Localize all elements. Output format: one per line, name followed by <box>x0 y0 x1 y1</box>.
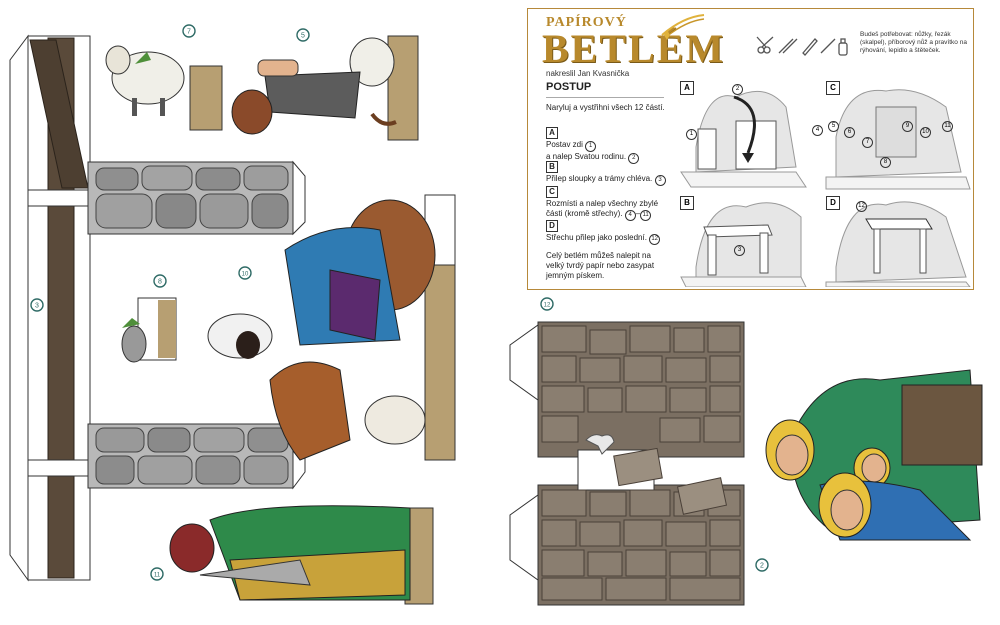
diagram-d <box>825 201 971 287</box>
part-marker-11: 11 <box>150 567 164 581</box>
left-page-cutouts <box>9 34 456 605</box>
step-c-letter: C <box>546 186 558 198</box>
assembly-diagrams <box>680 89 971 287</box>
rock-piece-8 <box>121 297 177 363</box>
diagram-c-num-5: 5 <box>828 121 839 132</box>
svg-text:10: 10 <box>242 272 249 278</box>
part-marker-2: 2 <box>755 558 769 572</box>
step-b-letter: B <box>546 161 558 173</box>
svg-text:11: 11 <box>154 573 161 579</box>
diagram-b-num-3: 3 <box>734 245 745 256</box>
step-a: A Postav zdi 1 a nalep Svatou rodinu. 2 <box>546 127 671 164</box>
diagram-c-num-11: 11 <box>942 121 953 132</box>
svg-text:5: 5 <box>301 33 305 40</box>
part-marker-10: 10 <box>238 266 252 280</box>
diagram-c-label: C <box>826 81 840 95</box>
diagram-a-num-1: 1 <box>686 129 697 140</box>
postup-heading: POSTUP <box>546 81 592 93</box>
holy-family-piece-2 <box>765 369 983 541</box>
title-small: PAPÍROVÝ <box>546 15 627 30</box>
diagram-c-num-8: 8 <box>880 157 891 168</box>
step-c-text: Rozmísti a nalep všechny zbylé části (kr… <box>546 199 659 218</box>
step-d-text: Střechu přilep jako poslední. <box>546 233 647 242</box>
svg-text:12: 12 <box>544 303 551 309</box>
diagram-a <box>680 90 807 188</box>
king-piece-11 <box>169 505 434 605</box>
step-b-num1: 3 <box>654 175 666 186</box>
instructions-panel: PAPÍROVÝ BETLÉM nakreslil Jan Kvasnička … <box>527 8 974 290</box>
king-camel-piece-10 <box>207 194 456 461</box>
step-c-num2: 11 <box>640 210 652 221</box>
step-c-dash: – <box>635 209 641 218</box>
step-a-letter: A <box>546 127 558 139</box>
svg-text:3: 3 <box>35 303 39 310</box>
diagram-d-label: D <box>826 196 840 210</box>
roof-piece-12 <box>509 321 745 606</box>
diagram-c <box>825 89 971 190</box>
diagram-a-num-2: 2 <box>732 84 743 95</box>
step-b: B Přilep sloupky a trámy chléva. 3 <box>546 161 671 186</box>
diagram-c-num-10: 10 <box>920 127 931 138</box>
step-c: C Rozmísti a nalep všechny zbylé části (… <box>546 186 671 221</box>
shepherd-piece-5 <box>231 35 419 141</box>
intro-text: Naryluj a vystřihni všech 12 částí. <box>546 103 665 112</box>
step-a-num1: 1 <box>585 141 597 152</box>
diagram-c-num-7: 7 <box>862 137 873 148</box>
sheep-piece-7 <box>105 45 223 131</box>
step-d-letter: D <box>546 220 558 232</box>
stone-wall-lower <box>87 422 306 490</box>
step-b-text: Přilep sloupky a trámy chléva. <box>546 174 653 183</box>
diagram-c-num-9: 9 <box>902 121 913 132</box>
diagram-b <box>680 202 807 287</box>
beam-piece-3 <box>9 34 91 582</box>
part-marker-3: 3 <box>30 298 44 312</box>
step-a-text2: a nalep Svatou rodinu. <box>546 152 627 161</box>
diagram-b-label: B <box>680 196 694 210</box>
part-marker-12: 12 <box>540 297 554 311</box>
diagram-d-num-12: 12 <box>856 201 867 212</box>
step-d: D Střechu přilep jako poslední. 12 <box>546 220 671 245</box>
svg-text:8: 8 <box>158 279 162 286</box>
credit: nakreslil Jan Kvasnička <box>546 69 630 78</box>
divider <box>546 97 664 98</box>
tools-icon <box>756 36 848 56</box>
stone-wall-upper <box>87 160 306 236</box>
title-big: BETLÉM <box>542 26 726 71</box>
svg-text:7: 7 <box>187 29 191 36</box>
step-d-num1: 12 <box>649 234 661 245</box>
step-a-text: Postav zdi <box>546 140 583 149</box>
part-marker-7: 7 <box>182 24 196 38</box>
closing-text: Celý betlém můžeš nalepit na velký tvrdý… <box>546 251 655 280</box>
part-marker-8: 8 <box>153 274 167 288</box>
part-marker-5: 5 <box>296 28 310 42</box>
step-a-num2: 2 <box>628 153 640 164</box>
right-page-cutouts <box>509 321 983 606</box>
diagram-c-num-6: 6 <box>844 127 855 138</box>
diagram-c-num-4: 4 <box>812 125 823 136</box>
tools-text: Budeš potřebovat: nůžky, řezák (skalpel)… <box>860 31 967 54</box>
diagram-a-label: A <box>680 81 694 95</box>
svg-text:2: 2 <box>760 563 764 570</box>
comet-icon <box>661 14 705 40</box>
step-c-num1: 4 <box>624 210 636 221</box>
